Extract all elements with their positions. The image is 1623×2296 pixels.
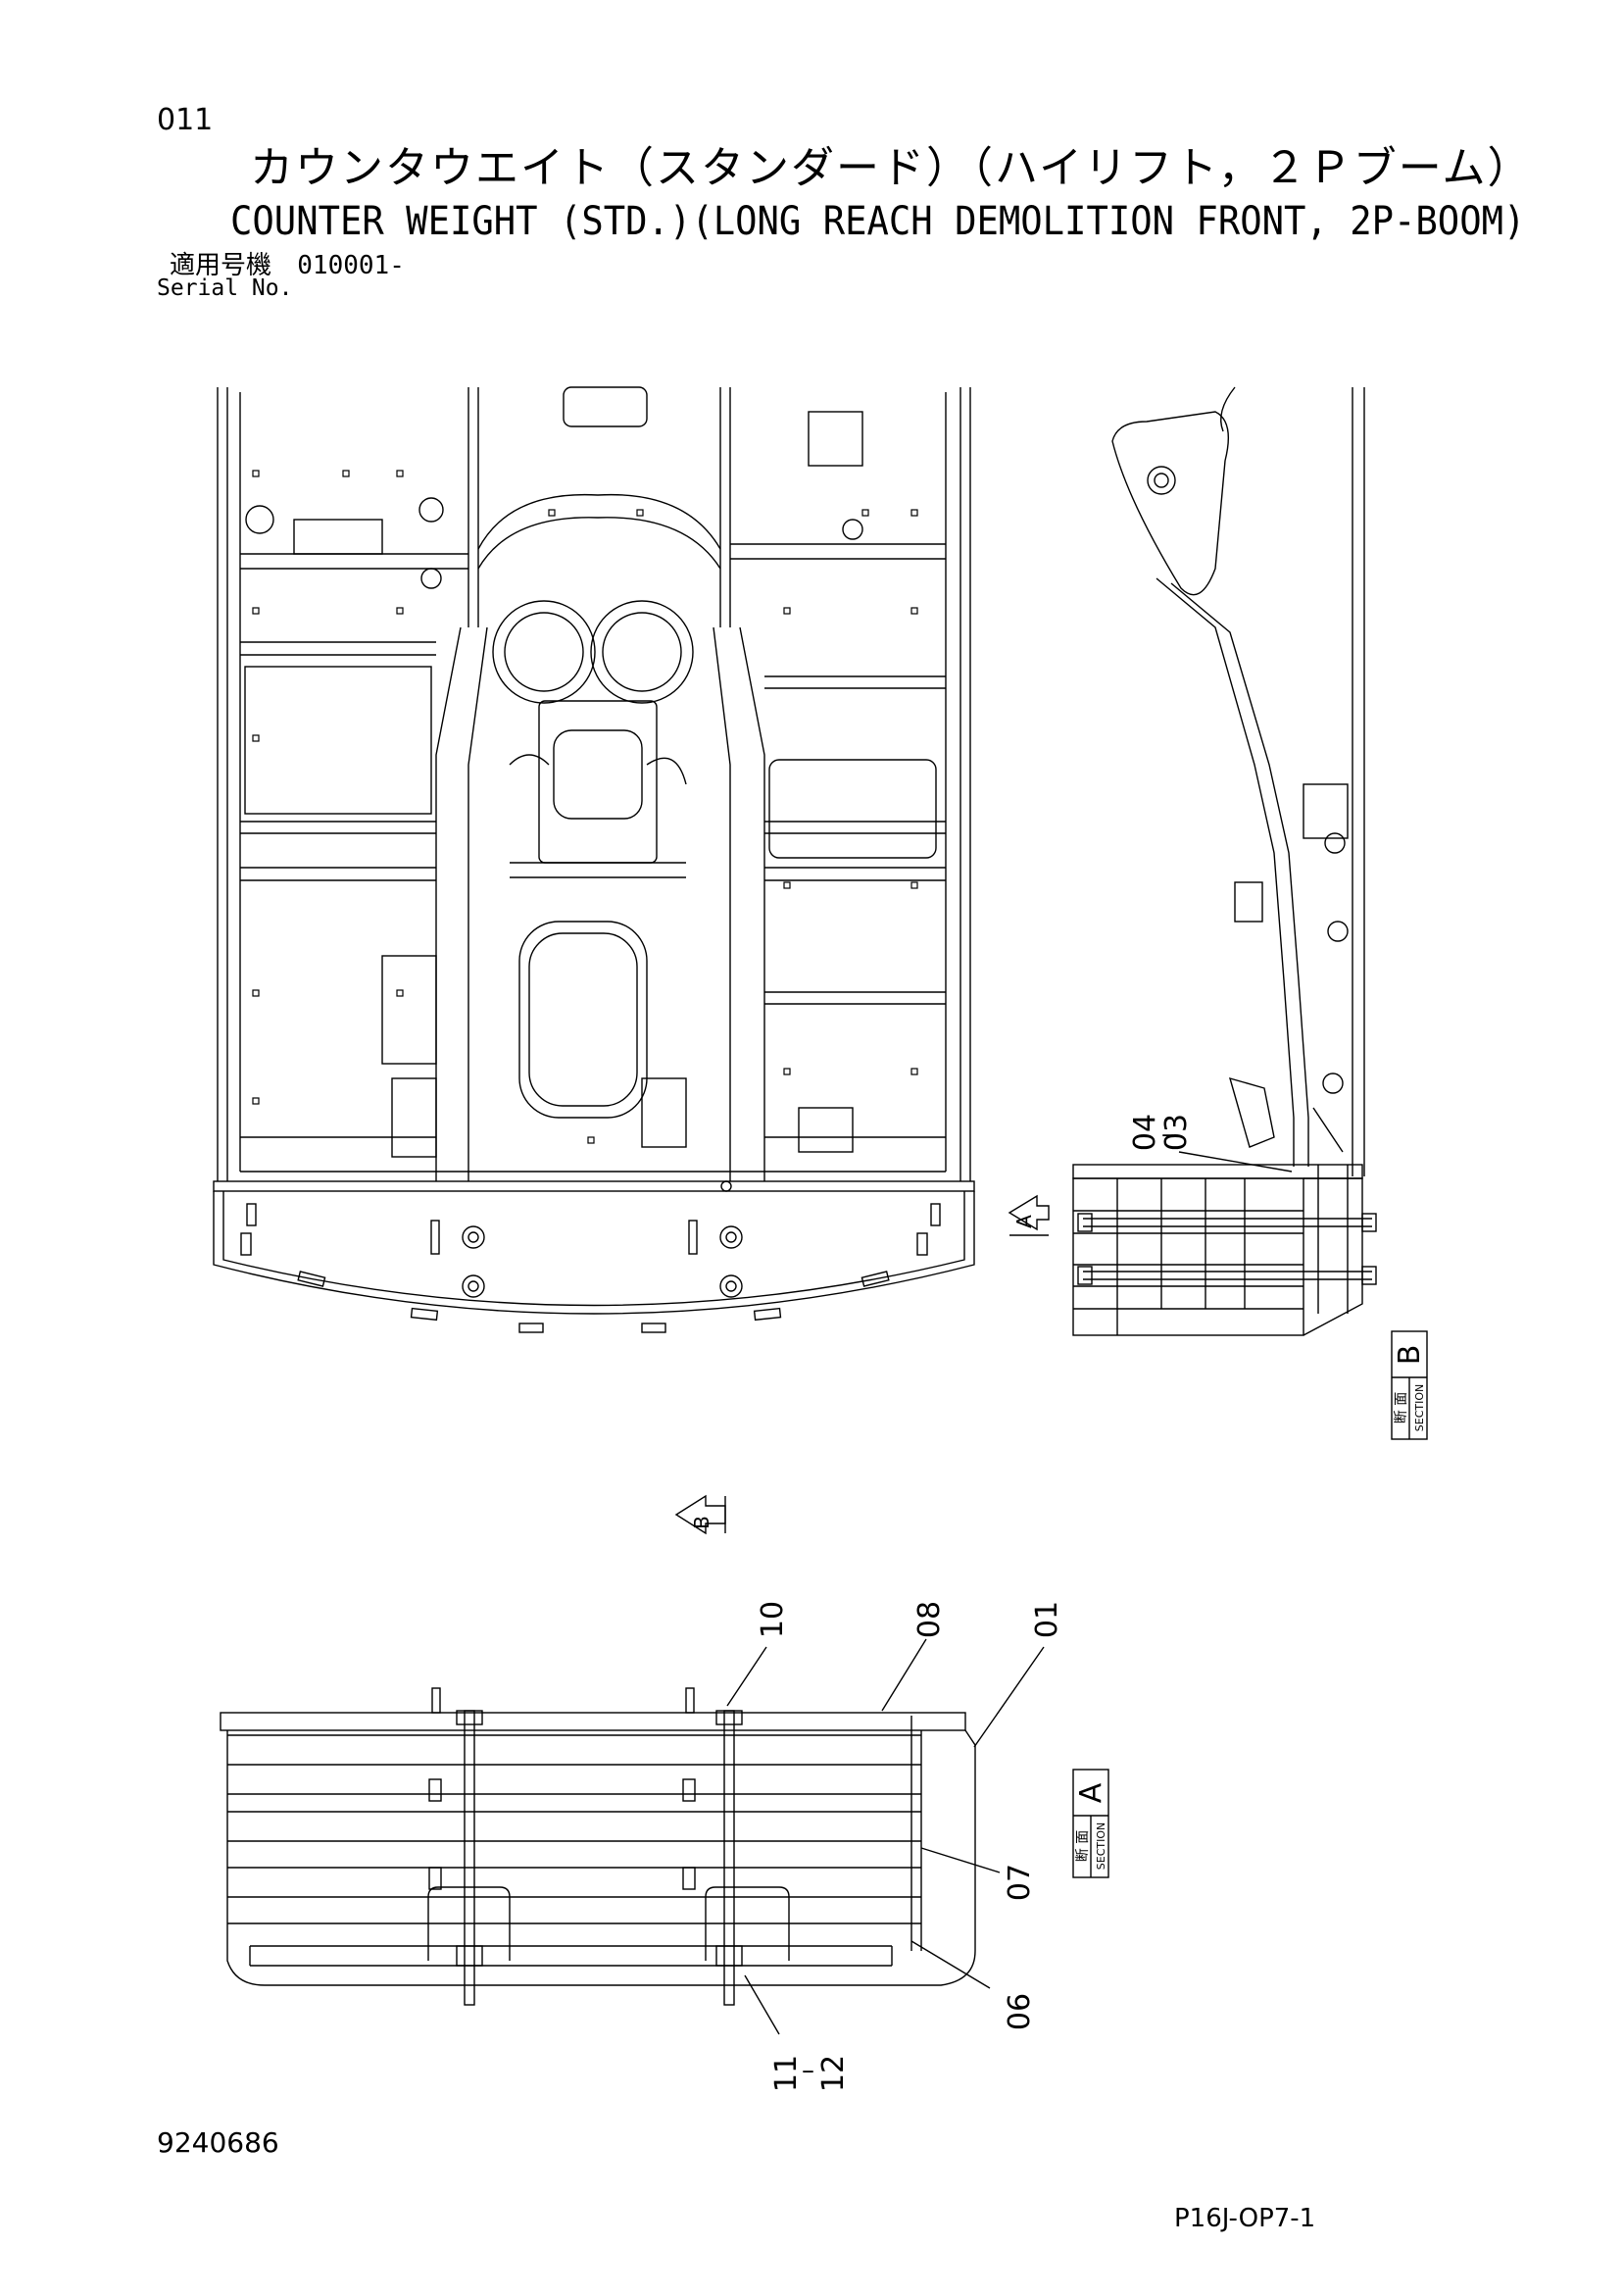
arrow-b-letter: B <box>690 1516 713 1529</box>
view-arrow-b <box>674 1494 726 1535</box>
section-b-letter: B <box>1393 1345 1427 1366</box>
side-view <box>1072 386 1377 1336</box>
section-b-label <box>1391 1330 1428 1440</box>
page-code: P16J-OP7-1 <box>1174 2204 1316 2233</box>
section-b-jp: 断 面 <box>1394 1392 1409 1423</box>
callout-07: 07 <box>1003 1864 1037 1901</box>
callout-06: 06 <box>1003 1993 1037 2030</box>
top-view-frame <box>213 386 975 1333</box>
title-japanese: カウンタウエイト（スタンダード）（ハイリフト，２Ｐブーム） <box>250 143 1533 193</box>
section-a-label <box>1072 1769 1109 1878</box>
callout-12: 12 <box>816 2055 851 2092</box>
section-b-en: SECTION <box>1413 1384 1426 1431</box>
title-english: COUNTER WEIGHT (STD.)(LONG REACH DEMOLIT… <box>230 199 1526 244</box>
serial-label-jp: 適用号機 <box>170 251 272 280</box>
callout-01: 01 <box>1030 1601 1064 1638</box>
view-arrow-a <box>1008 1194 1050 1236</box>
leader-04 <box>1178 1151 1293 1173</box>
section-a-letter: A <box>1074 1782 1108 1803</box>
section-a-jp: 断 面 <box>1075 1830 1091 1862</box>
serial-label-en: Serial No. <box>157 275 293 301</box>
callout-dash-1112: – <box>802 2056 814 2085</box>
serial-value: 010001- <box>297 251 405 280</box>
callout-10: 10 <box>756 1601 790 1638</box>
page-number: 011 <box>157 103 214 137</box>
serial-number-line: 適用号機 010001- <box>170 253 405 278</box>
callout-04: 04 <box>1128 1114 1162 1151</box>
callout-dash-0403: – <box>1161 1120 1174 1149</box>
callout-08: 08 <box>912 1601 947 1638</box>
document-code: 9240686 <box>157 2126 279 2159</box>
section-a-view <box>220 1687 976 2006</box>
section-a-en: SECTION <box>1095 1822 1107 1870</box>
callout-03: 03 <box>1159 1114 1194 1151</box>
arrow-a-letter: A <box>1012 1215 1036 1228</box>
callout-11: 11 <box>769 2055 804 2092</box>
